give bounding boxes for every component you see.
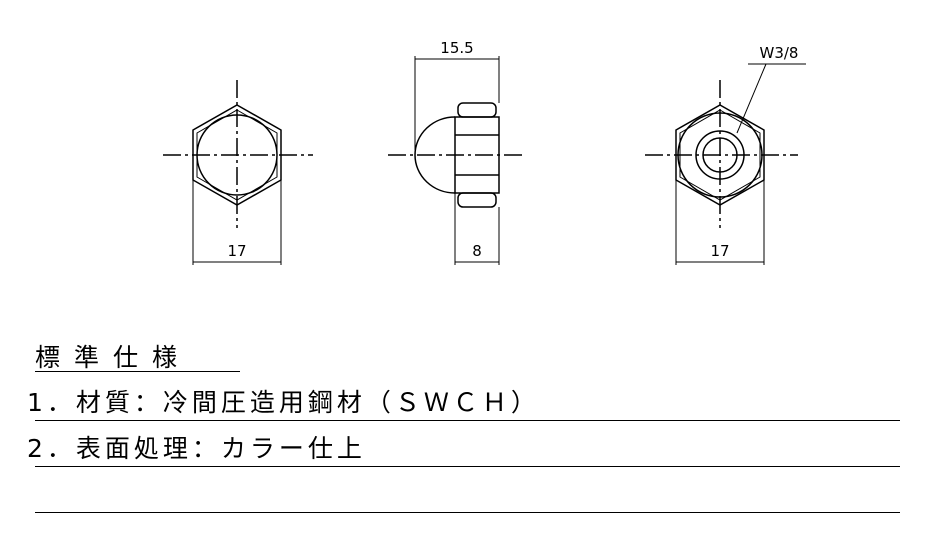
side-view <box>388 56 524 265</box>
side-bottom-dimension-label: 8 <box>472 242 482 260</box>
thread-spec-label: W3/8 <box>760 44 799 62</box>
back-leader <box>736 63 767 134</box>
spec-line-surface: 2．表面処理：カラー仕上 <box>27 434 366 463</box>
spec-rule-3 <box>35 512 900 513</box>
back-dimension-label: 17 <box>710 242 729 260</box>
front-dimension-label: 17 <box>227 242 246 260</box>
spec-line-material: 1．材質：冷間圧造用鋼材（ＳＷＣＨ） <box>27 388 540 417</box>
side-hex-top-flat <box>457 102 497 118</box>
spec-heading-underline <box>35 371 240 372</box>
front-view <box>163 80 313 265</box>
spec-heading: 標準仕様 <box>35 343 192 372</box>
side-top-dimension-label: 15.5 <box>440 39 473 57</box>
side-hex-bottom-flat <box>457 192 497 208</box>
side-dome <box>414 116 456 194</box>
back-view <box>645 63 806 265</box>
spec-rule-1 <box>35 420 900 421</box>
technical-drawing: 17 15.5 8 17 W3/8 <box>163 39 806 265</box>
spec-rule-2 <box>35 466 900 467</box>
